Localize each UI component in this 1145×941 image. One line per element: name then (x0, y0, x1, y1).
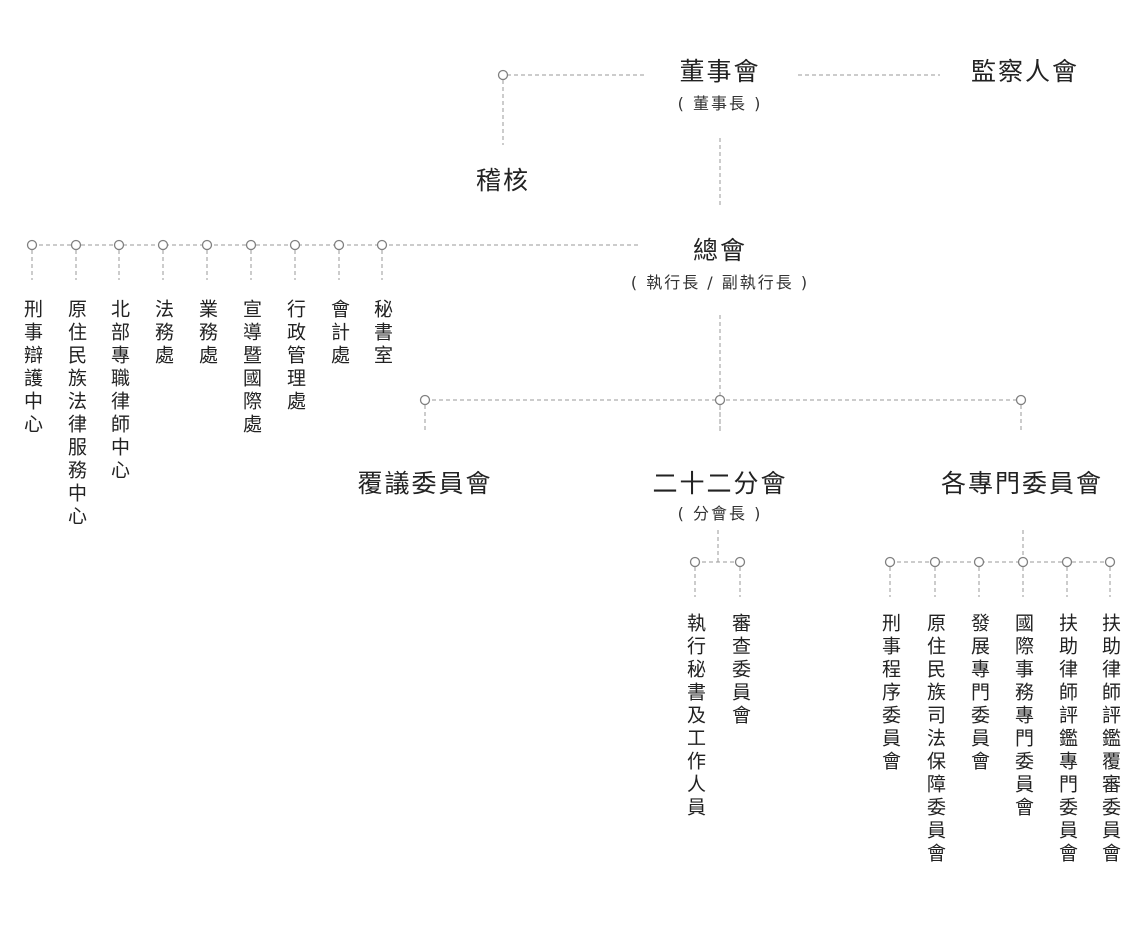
node-dot (201, 239, 213, 251)
org-unit: 會計處 (328, 299, 350, 368)
node-dot (1104, 556, 1116, 568)
audit: 稽核 (475, 166, 531, 195)
org-unit: 刑事辯護中心 (21, 299, 43, 437)
org-unit: 發展專門委員會 (968, 613, 990, 774)
node-dot (1017, 556, 1029, 568)
org-unit: 原住民族法律服務中心 (65, 299, 87, 529)
org-unit: 北部專職律師中心 (108, 299, 130, 483)
node-dot (714, 394, 726, 406)
org-unit: 宣導暨國際處 (240, 299, 262, 437)
board-chair: ( 董事長 ) (677, 94, 763, 113)
node-dot (419, 394, 431, 406)
node-dot (929, 556, 941, 568)
node-dot (245, 239, 257, 251)
board-of-supervisors: 監察人會 (970, 57, 1080, 86)
node-dot (333, 239, 345, 251)
general-office: 總會 (692, 236, 748, 265)
org-unit: 秘書室 (371, 299, 393, 368)
org-unit: 執行秘書及工作人員 (684, 613, 706, 820)
node-dot (497, 69, 509, 81)
node-dot (26, 239, 38, 251)
node-dot (884, 556, 896, 568)
org-unit: 法務處 (152, 299, 174, 368)
node-dot (1015, 394, 1027, 406)
node-dot (113, 239, 125, 251)
org-unit: 刑事程序委員會 (879, 613, 901, 774)
node-dot (289, 239, 301, 251)
org-unit: 行政管理處 (284, 299, 306, 414)
node-dot (157, 239, 169, 251)
node-dot (1061, 556, 1073, 568)
node-dot (734, 556, 746, 568)
branch-chair: ( 分會長 ) (677, 504, 763, 523)
executive-director: ( 執行長 / 副執行長 ) (630, 273, 810, 292)
review-committee: 覆議委員會 (357, 469, 493, 498)
special-committees: 各專門委員會 (940, 469, 1104, 498)
org-unit: 扶助律師評鑑覆審委員會 (1099, 613, 1121, 866)
org-unit: 國際事務專門委員會 (1012, 613, 1034, 820)
node-dot (70, 239, 82, 251)
org-unit: 原住民族司法保障委員會 (924, 613, 946, 866)
node-dot (376, 239, 388, 251)
board-of-directors: 董事會 (679, 57, 761, 86)
branches: 二十二分會 (652, 469, 788, 498)
org-unit: 審查委員會 (729, 613, 751, 728)
node-dot (973, 556, 985, 568)
org-unit: 扶助律師評鑑專門委員會 (1056, 613, 1078, 866)
node-dot (689, 556, 701, 568)
org-unit: 業務處 (196, 299, 218, 368)
